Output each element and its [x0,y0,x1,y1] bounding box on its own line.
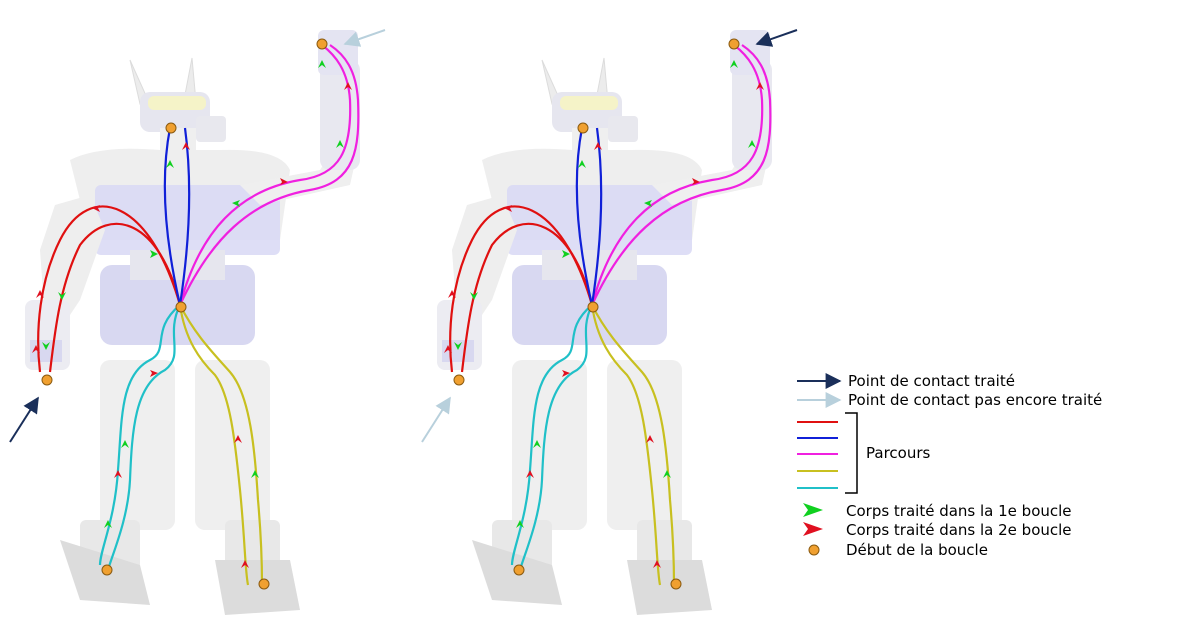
legend-contact-pending: Point de contact pas encore traité [848,391,1102,409]
legend-body-loop1: Corps traité dans la 1e boucle [846,502,1072,520]
legend-bracket [845,413,857,493]
legend: Point de contact traité Point de contact… [797,372,1102,559]
robot-right [422,30,797,615]
green-chevron-icon [803,503,823,517]
contact-arrow-pending [422,398,450,442]
red-chevron-icon [803,522,823,536]
legend-paths-label: Parcours [866,444,930,462]
legend-contact-processed: Point de contact traité [848,372,1015,390]
contact-arrow-processed [10,398,38,442]
orange-dot-icon [809,545,819,555]
path-color-swatches [797,422,838,488]
legend-loop-start: Début de la boucle [846,541,988,559]
robot-left [10,30,385,615]
legend-body-loop2: Corps traité dans la 2e boucle [846,521,1072,539]
